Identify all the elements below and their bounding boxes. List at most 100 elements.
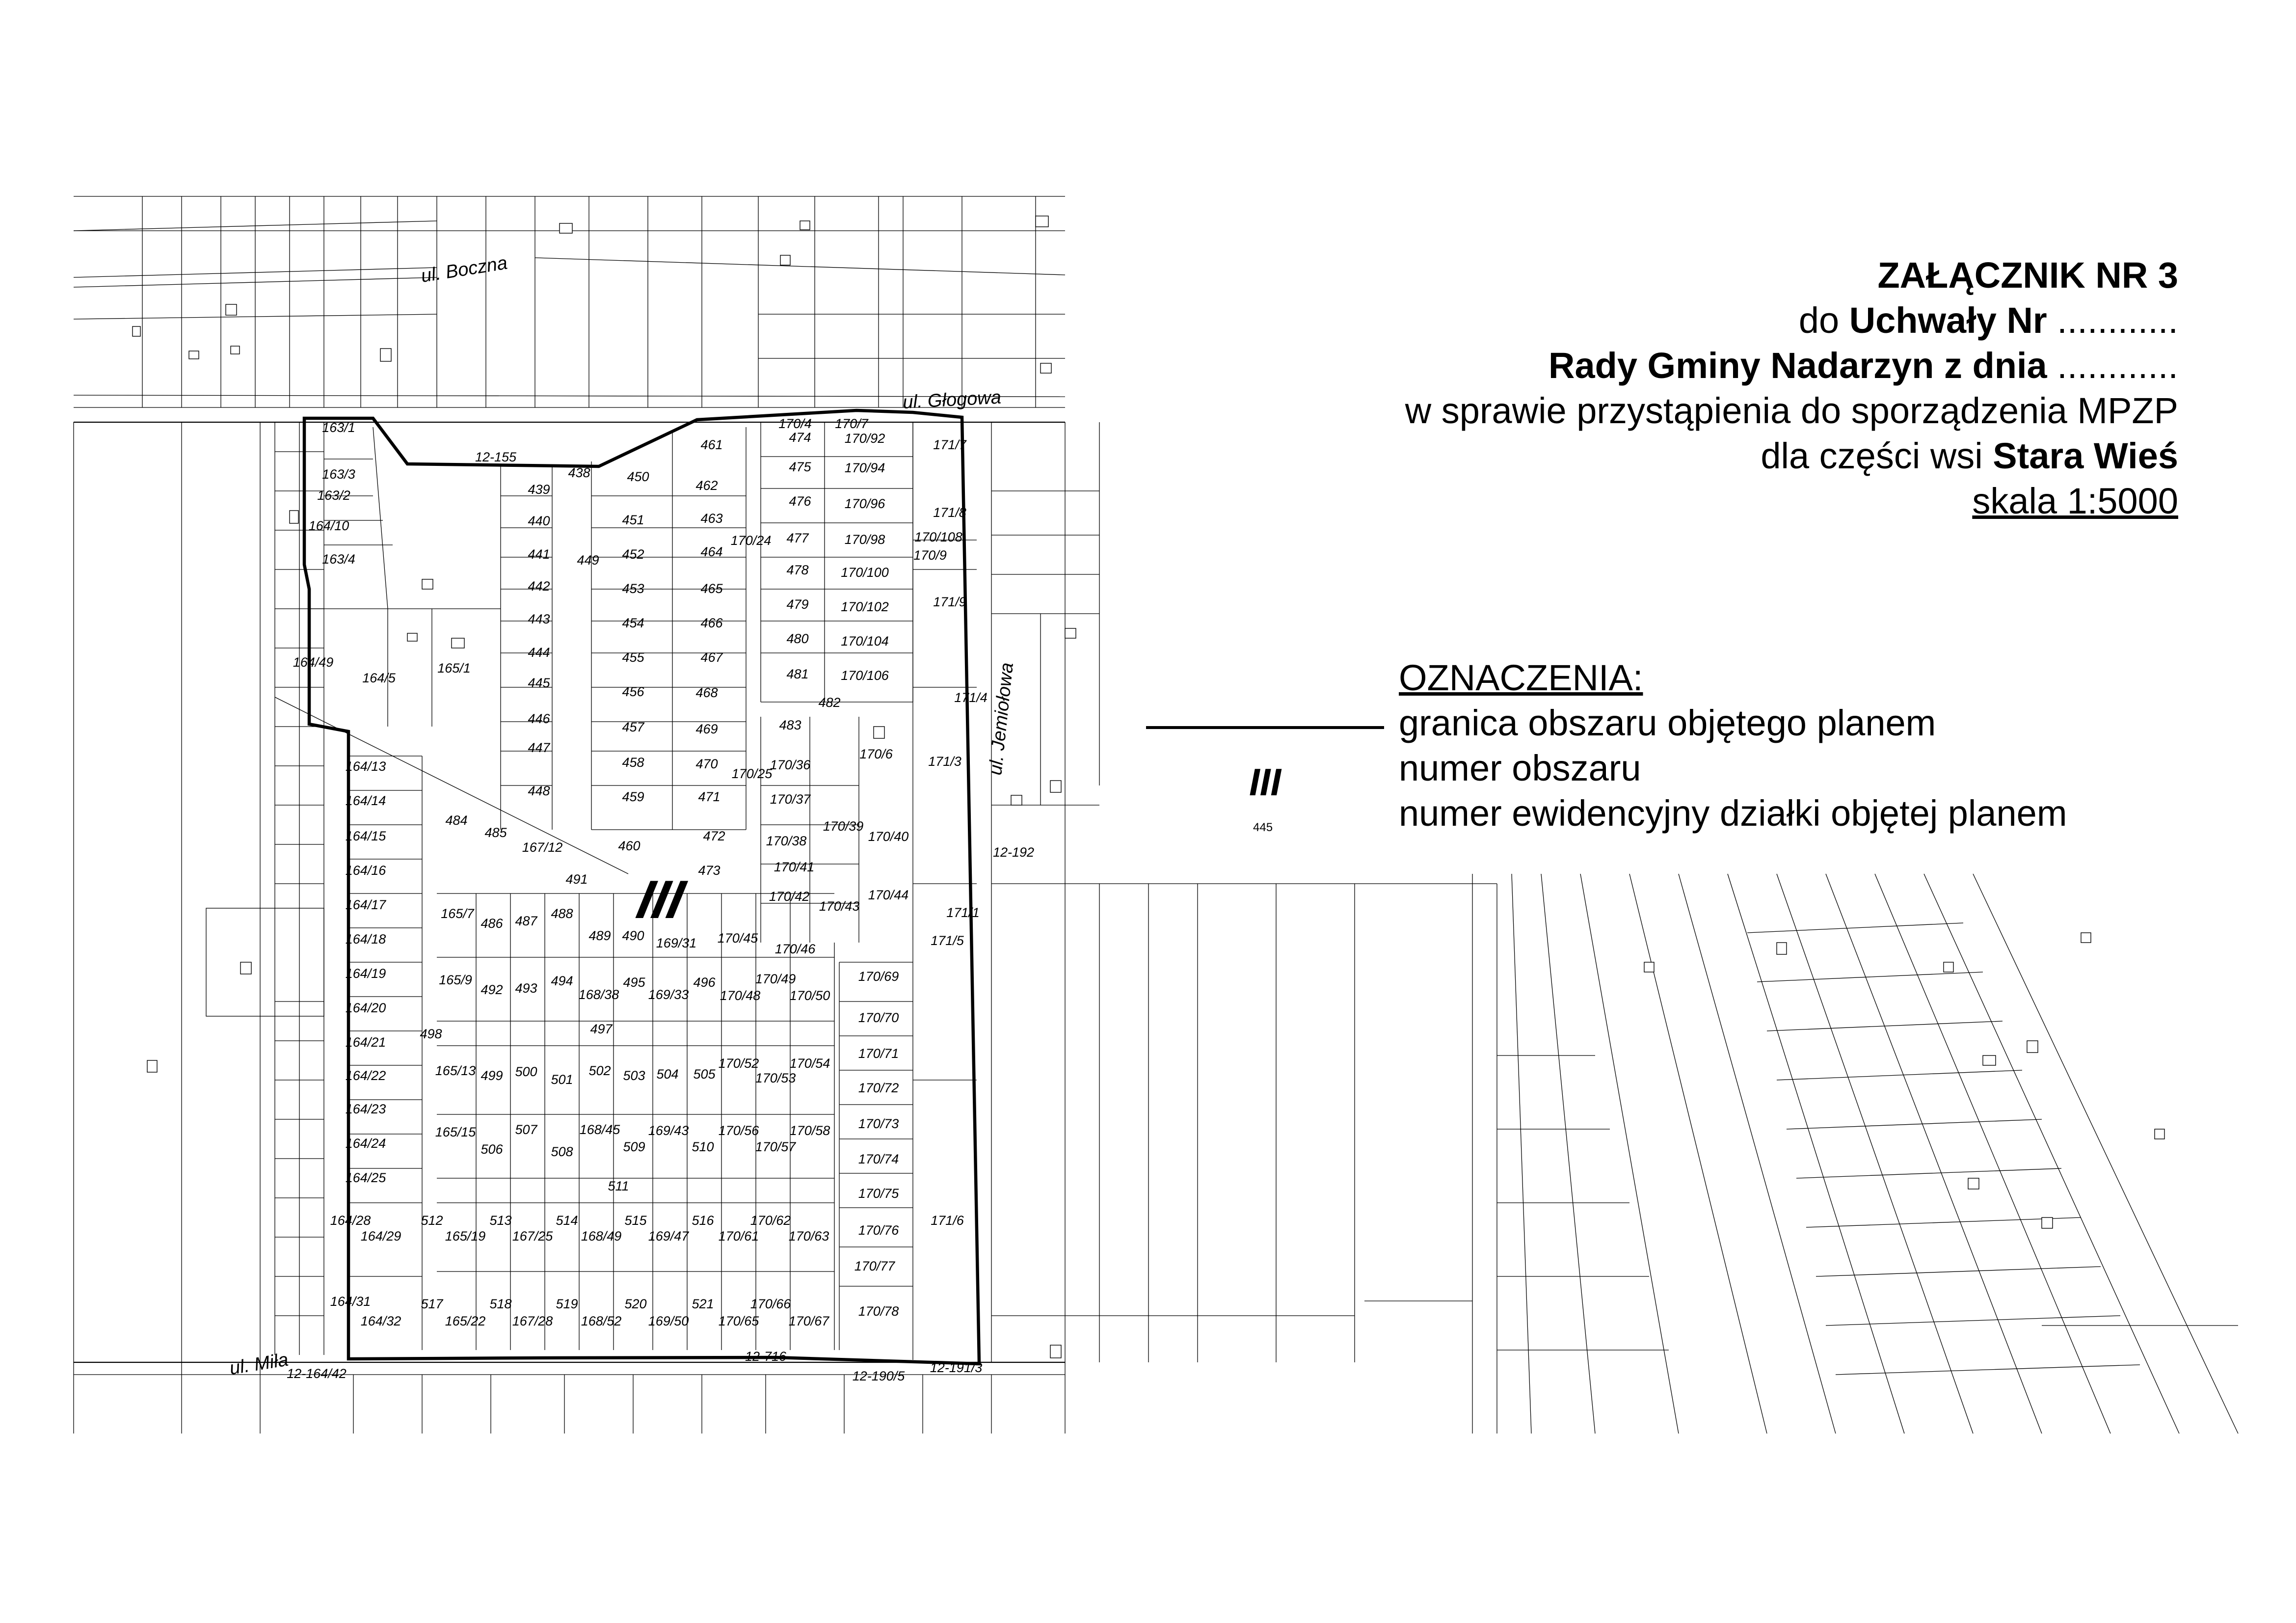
parcel-number-label: 464 xyxy=(700,544,722,559)
parcel-number-label: 514 xyxy=(556,1213,578,1228)
parcel-number-label: 12-155 xyxy=(475,450,517,464)
parcel-number-label: 164/16 xyxy=(346,863,387,878)
parcel-number-label: 469 xyxy=(695,722,718,736)
parcel-number-label: 170/4 xyxy=(778,416,812,431)
parcel-number-label: 170/56 xyxy=(719,1123,760,1138)
parcel-number-label: 12-716 xyxy=(745,1349,787,1364)
parcel-number-label: 164/20 xyxy=(346,1001,386,1015)
parcel-number-label: 456 xyxy=(622,684,644,699)
parcel-number-label: 167/12 xyxy=(522,840,563,855)
parcel-number-label: 510 xyxy=(692,1139,714,1154)
parcel-number-label: 496 xyxy=(693,975,716,990)
legend-area-number: numer obszaru xyxy=(1399,748,1641,788)
parcel-number-label: 487 xyxy=(515,914,537,928)
parcel-number-label: 491 xyxy=(565,872,587,887)
parcel-number-label: 164/32 xyxy=(361,1314,401,1328)
parcel-number-label: 484 xyxy=(445,813,467,828)
parcel-number-label: 444 xyxy=(528,645,550,660)
parcel-number-label: 505 xyxy=(693,1067,716,1082)
parcel-number-label: 170/104 xyxy=(841,634,889,649)
parcel-number-label: 163/4 xyxy=(322,552,355,567)
parcel-number-label: 171/1 xyxy=(946,905,980,920)
parcel-number-label: 170/65 xyxy=(719,1314,760,1328)
parcel-number-label: 169/50 xyxy=(648,1314,689,1328)
parcel-number-label: 516 xyxy=(692,1213,714,1228)
parcel-number-label: 165/15 xyxy=(435,1125,477,1139)
parcel-number-label: 488 xyxy=(551,906,573,921)
parcel-number-label: 501 xyxy=(551,1072,573,1087)
parcel-number-label: 439 xyxy=(528,482,550,497)
parcel-number-label: 164/23 xyxy=(346,1102,386,1116)
parcel-number-label: 170/38 xyxy=(766,834,807,848)
parcel-number-label: 170/9 xyxy=(913,548,947,563)
parcel-number-label: 483 xyxy=(779,718,801,732)
parcel-number-label: 170/63 xyxy=(789,1229,829,1244)
parcel-number-label: 165/19 xyxy=(445,1229,486,1244)
parcel-number-label: 169/33 xyxy=(648,987,689,1002)
parcel-number-label: 12-164/42 xyxy=(287,1366,347,1381)
legend: OZNACZENIA: granica obszaru objętego pla… xyxy=(1399,655,2067,836)
parcel-number-label: 170/100 xyxy=(841,565,889,580)
parcel-number-label: 170/37 xyxy=(770,792,811,807)
parcel-number-label: 446 xyxy=(528,711,550,726)
parcel-number-label: 481 xyxy=(786,667,808,681)
parcel-number-label: 170/48 xyxy=(720,988,761,1003)
parcel-number-label: 164/5 xyxy=(362,671,396,685)
parcel-number-label: 12-191/3 xyxy=(930,1360,983,1375)
parcel-number-label: 455 xyxy=(622,650,644,665)
parcel-number-label: 482 xyxy=(818,695,840,710)
parcel-number-label: 494 xyxy=(551,974,573,988)
parcel-number-label: 164/18 xyxy=(346,932,386,947)
parcel-number-label: 486 xyxy=(481,916,503,931)
parcel-number-label: 495 xyxy=(623,975,645,990)
parcel-number-label: 453 xyxy=(622,581,644,596)
parcel-number-label: 170/25 xyxy=(732,766,773,781)
parcel-number-label: 170/67 xyxy=(789,1314,830,1328)
parcel-number-label: 164/28 xyxy=(330,1213,371,1228)
parcel-number-label: 170/98 xyxy=(845,532,885,547)
parcel-number-label: 170/54 xyxy=(790,1056,830,1071)
parcel-number-label: 163/2 xyxy=(317,488,350,503)
parcel-number-label: 519 xyxy=(556,1297,578,1311)
parcel-number-label: 493 xyxy=(515,981,537,996)
parcel-number-label: 503 xyxy=(623,1068,645,1083)
parcel-number-label: 170/53 xyxy=(755,1071,796,1085)
parcel-number-label: 451 xyxy=(622,513,644,527)
parcel-number-label: 165/1 xyxy=(437,661,471,676)
street-label-glogowa: ul. Głogowa xyxy=(902,387,1002,413)
parcel-number-label: 165/9 xyxy=(439,973,472,987)
parcel-number-label: 12-192 xyxy=(993,845,1034,860)
plan-boundary xyxy=(302,408,981,1366)
parcel-number-label: 170/74 xyxy=(858,1152,899,1166)
parcel-number-label: 460 xyxy=(618,839,640,853)
parcel-number-label: 478 xyxy=(786,563,808,577)
parcel-number-label: 171/4 xyxy=(954,690,988,705)
parcel-number-label: 170/70 xyxy=(858,1010,899,1025)
parcel-number-label: 468 xyxy=(695,685,718,700)
parcel-number-label: 512 xyxy=(421,1213,443,1228)
street-label-boczna: ul. Boczna xyxy=(420,253,509,287)
parcel-number-label: 477 xyxy=(786,531,809,545)
parcel-number-label: 170/71 xyxy=(858,1046,899,1061)
parcel-number-label: 465 xyxy=(700,581,723,596)
parcel-number-label: 171/5 xyxy=(931,933,964,948)
parcel-number-label: 164/29 xyxy=(361,1229,401,1244)
parcel-number-label: 517 xyxy=(421,1297,443,1311)
parcel-number-label: 513 xyxy=(489,1213,511,1228)
parcel-number-label: 170/49 xyxy=(755,972,796,986)
parcel-number-label: 164/21 xyxy=(346,1035,386,1050)
area-label: III xyxy=(632,869,691,930)
parcel-number-label: 440 xyxy=(528,514,550,528)
parcel-number-label: 471 xyxy=(698,789,720,804)
parcel-number-label: 170/92 xyxy=(845,431,885,446)
parcel-number-label: 502 xyxy=(588,1063,611,1078)
parcel-number-label: 163/1 xyxy=(322,420,355,435)
parcel-number-label: 499 xyxy=(481,1068,503,1083)
parcel-number-label: 170/75 xyxy=(858,1186,900,1201)
parcel-number-label: 164/14 xyxy=(346,793,386,808)
parcel-number-label: 458 xyxy=(622,755,644,770)
parcel-number-label: 164/31 xyxy=(330,1294,371,1309)
parcel-number-label: 170/73 xyxy=(858,1116,899,1131)
